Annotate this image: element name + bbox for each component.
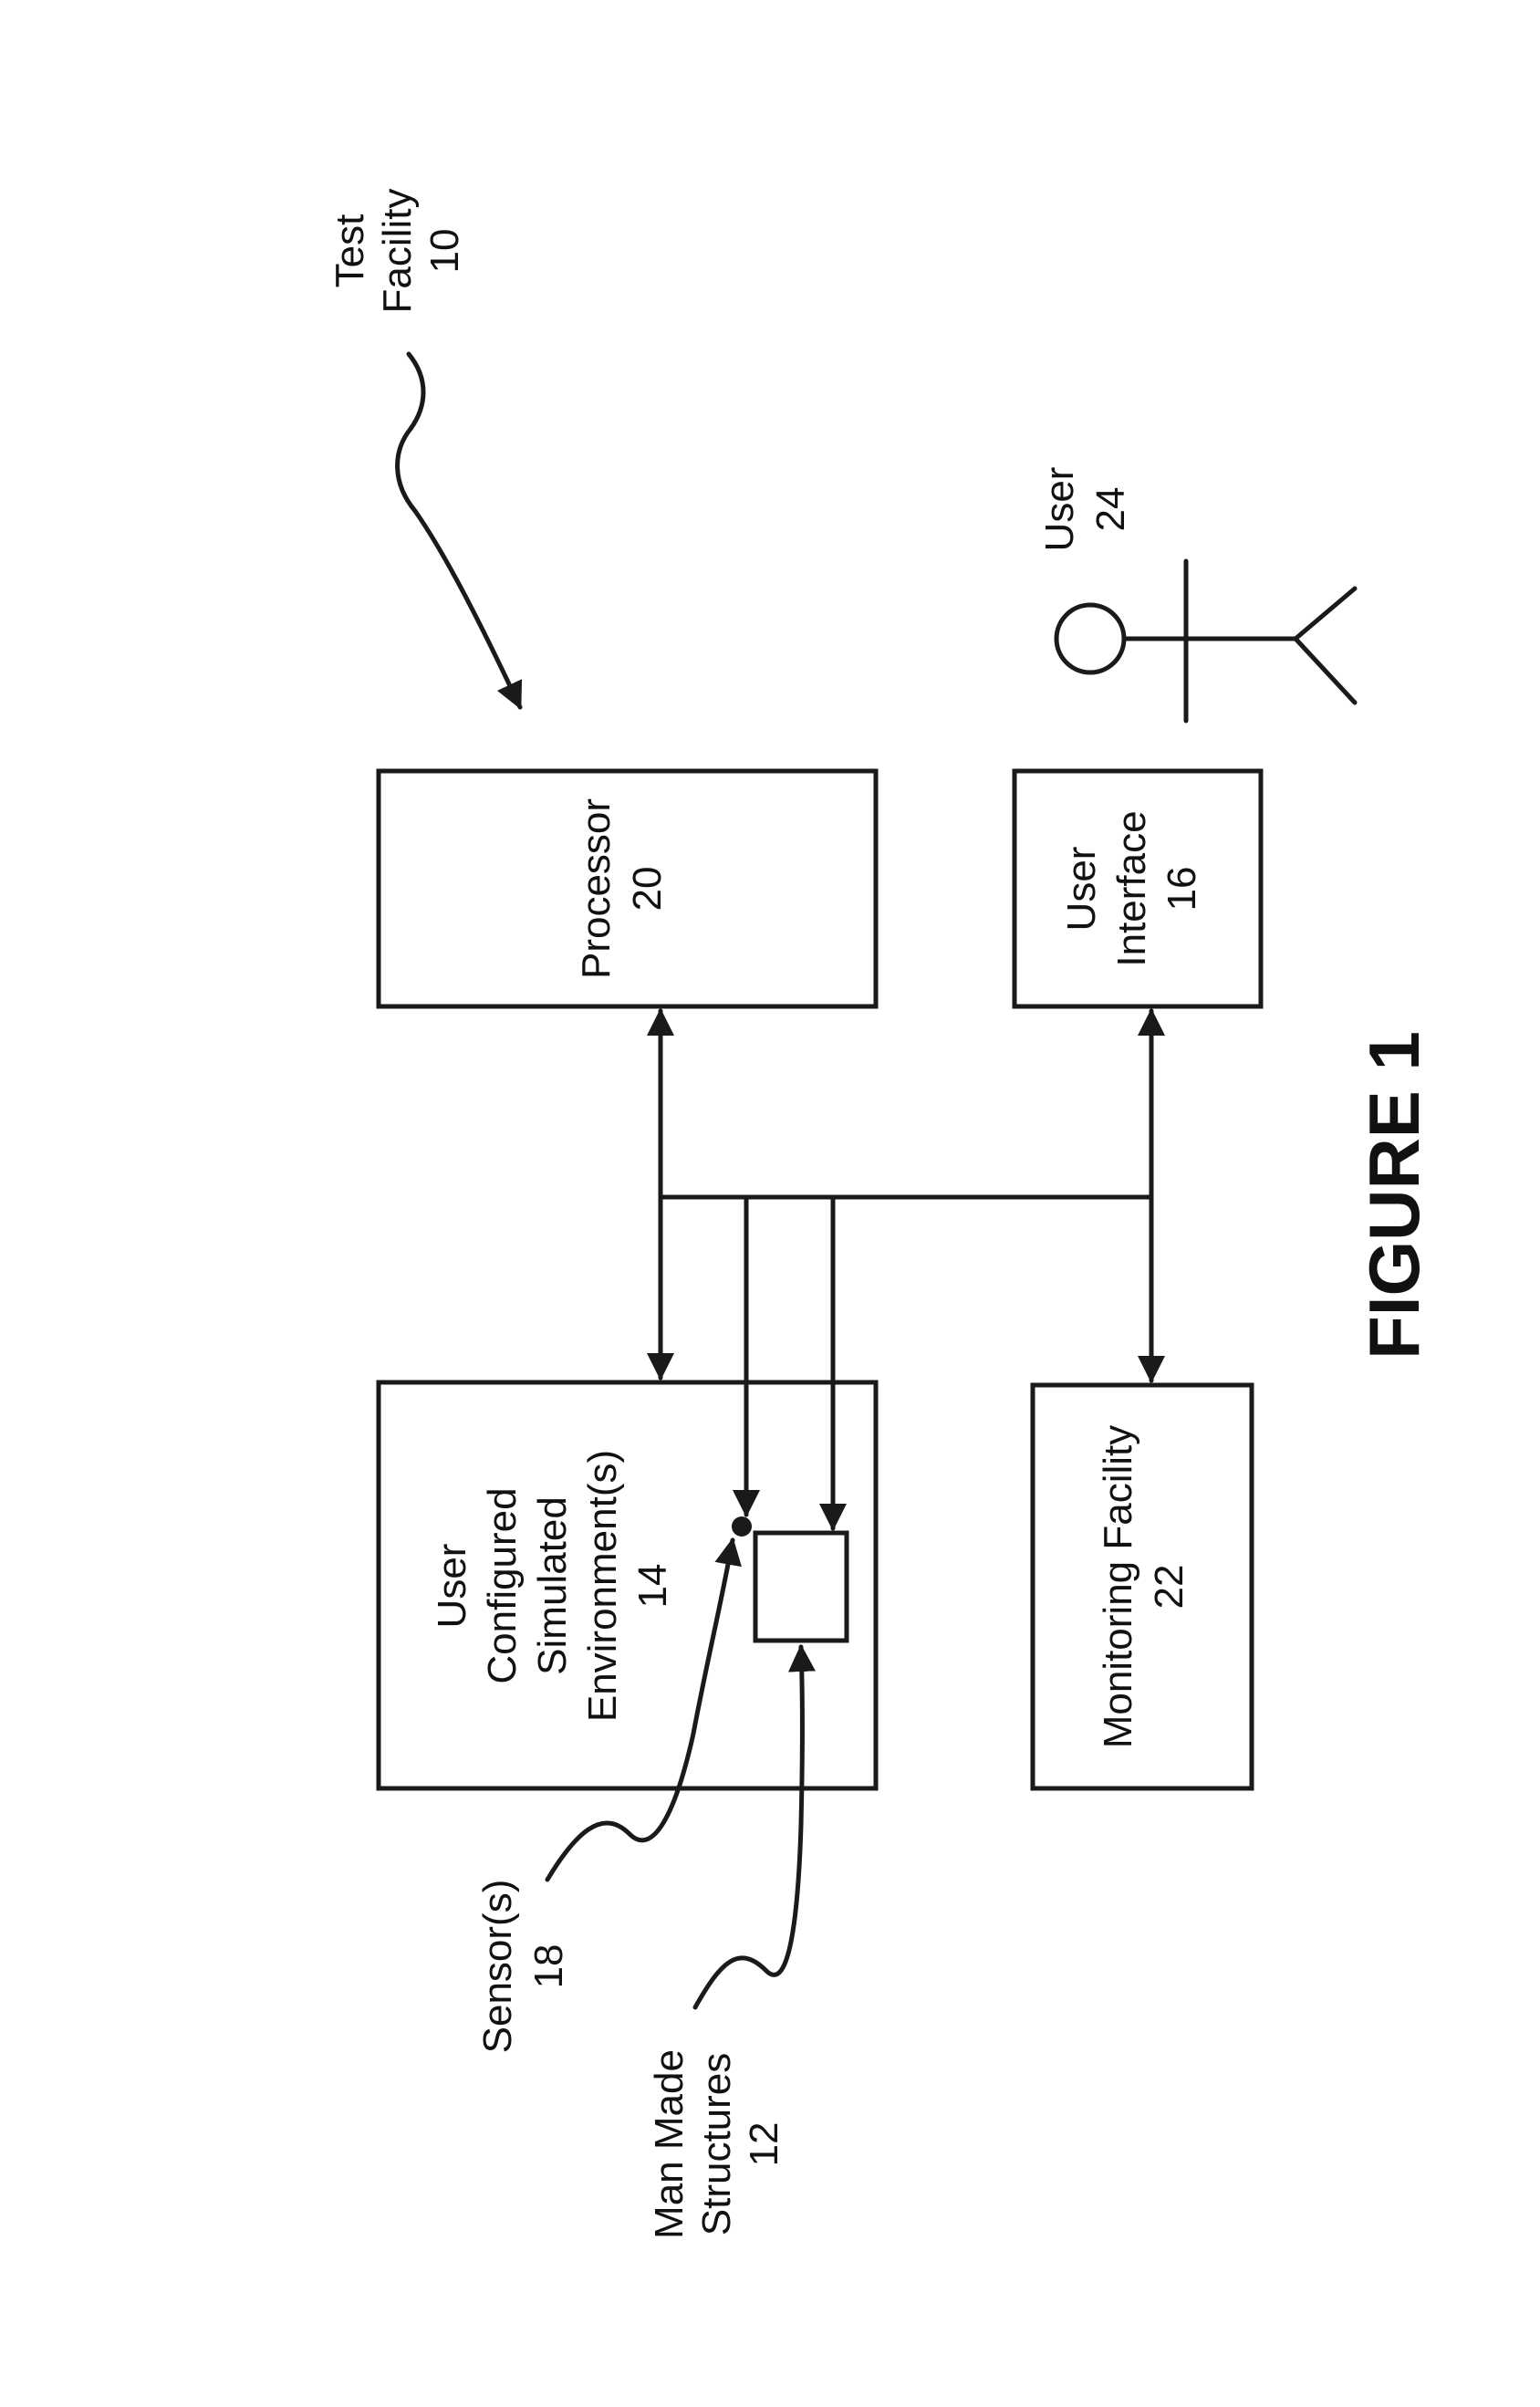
man-made-label-line2: Structures bbox=[694, 2053, 739, 2236]
test-facility-line1: Test bbox=[328, 214, 372, 288]
processor-label-line1: Processor bbox=[574, 798, 619, 979]
man-made-label-line1: Man Made bbox=[647, 2049, 692, 2239]
user-interface-label-line1: User bbox=[1059, 847, 1104, 932]
simulated-env-label-line2: Configured bbox=[480, 1487, 525, 1683]
monitoring-label-line2: 22 bbox=[1147, 1565, 1191, 1610]
test-facility-label: Test Facility 10 bbox=[328, 189, 467, 314]
box-processor: Processor 20 bbox=[379, 771, 876, 1006]
test-facility-line3: 10 bbox=[422, 229, 467, 274]
man-made-label: Man Made Structures 12 bbox=[647, 2049, 786, 2239]
sensors-label-line1: Sensor(s) bbox=[475, 1880, 520, 2054]
man-made-label-line3: 12 bbox=[742, 2122, 786, 2167]
test-facility-line2: Facility bbox=[375, 189, 420, 314]
simulated-env-label-line4: Environment(s) bbox=[580, 1450, 625, 1722]
sensors-label-line2: 18 bbox=[526, 1944, 571, 1989]
box-monitoring-facility: Monitoring Facility 22 bbox=[1033, 1385, 1252, 1788]
processor-label-line2: 20 bbox=[625, 867, 670, 912]
user-label-line2: 24 bbox=[1088, 487, 1133, 532]
user-interface-label-line3: 16 bbox=[1160, 867, 1204, 912]
box-man-made-structure bbox=[755, 1533, 847, 1641]
simulated-env-label-line1: User bbox=[430, 1544, 474, 1629]
box-user-interface: User Interface 16 bbox=[1015, 771, 1261, 1006]
simulated-env-label-line5: 14 bbox=[630, 1564, 675, 1609]
user-label: User 24 bbox=[1037, 467, 1133, 552]
figure-title: FIGURE 1 bbox=[1354, 1031, 1434, 1360]
sensor-dot bbox=[732, 1516, 752, 1537]
monitoring-label-line1: Monitoring Facility bbox=[1096, 1425, 1140, 1749]
user-interface-label-line2: Interface bbox=[1109, 810, 1154, 966]
figure-title-text: FIGURE 1 bbox=[1354, 1031, 1434, 1360]
test-facility-leader bbox=[398, 354, 520, 707]
user-stick-figure-icon bbox=[1056, 561, 1355, 721]
simulated-env-label-line3: Simulated bbox=[530, 1496, 575, 1675]
sensors-label: Sensor(s) 18 bbox=[475, 1880, 571, 2054]
user-label-line1: User bbox=[1037, 467, 1082, 552]
